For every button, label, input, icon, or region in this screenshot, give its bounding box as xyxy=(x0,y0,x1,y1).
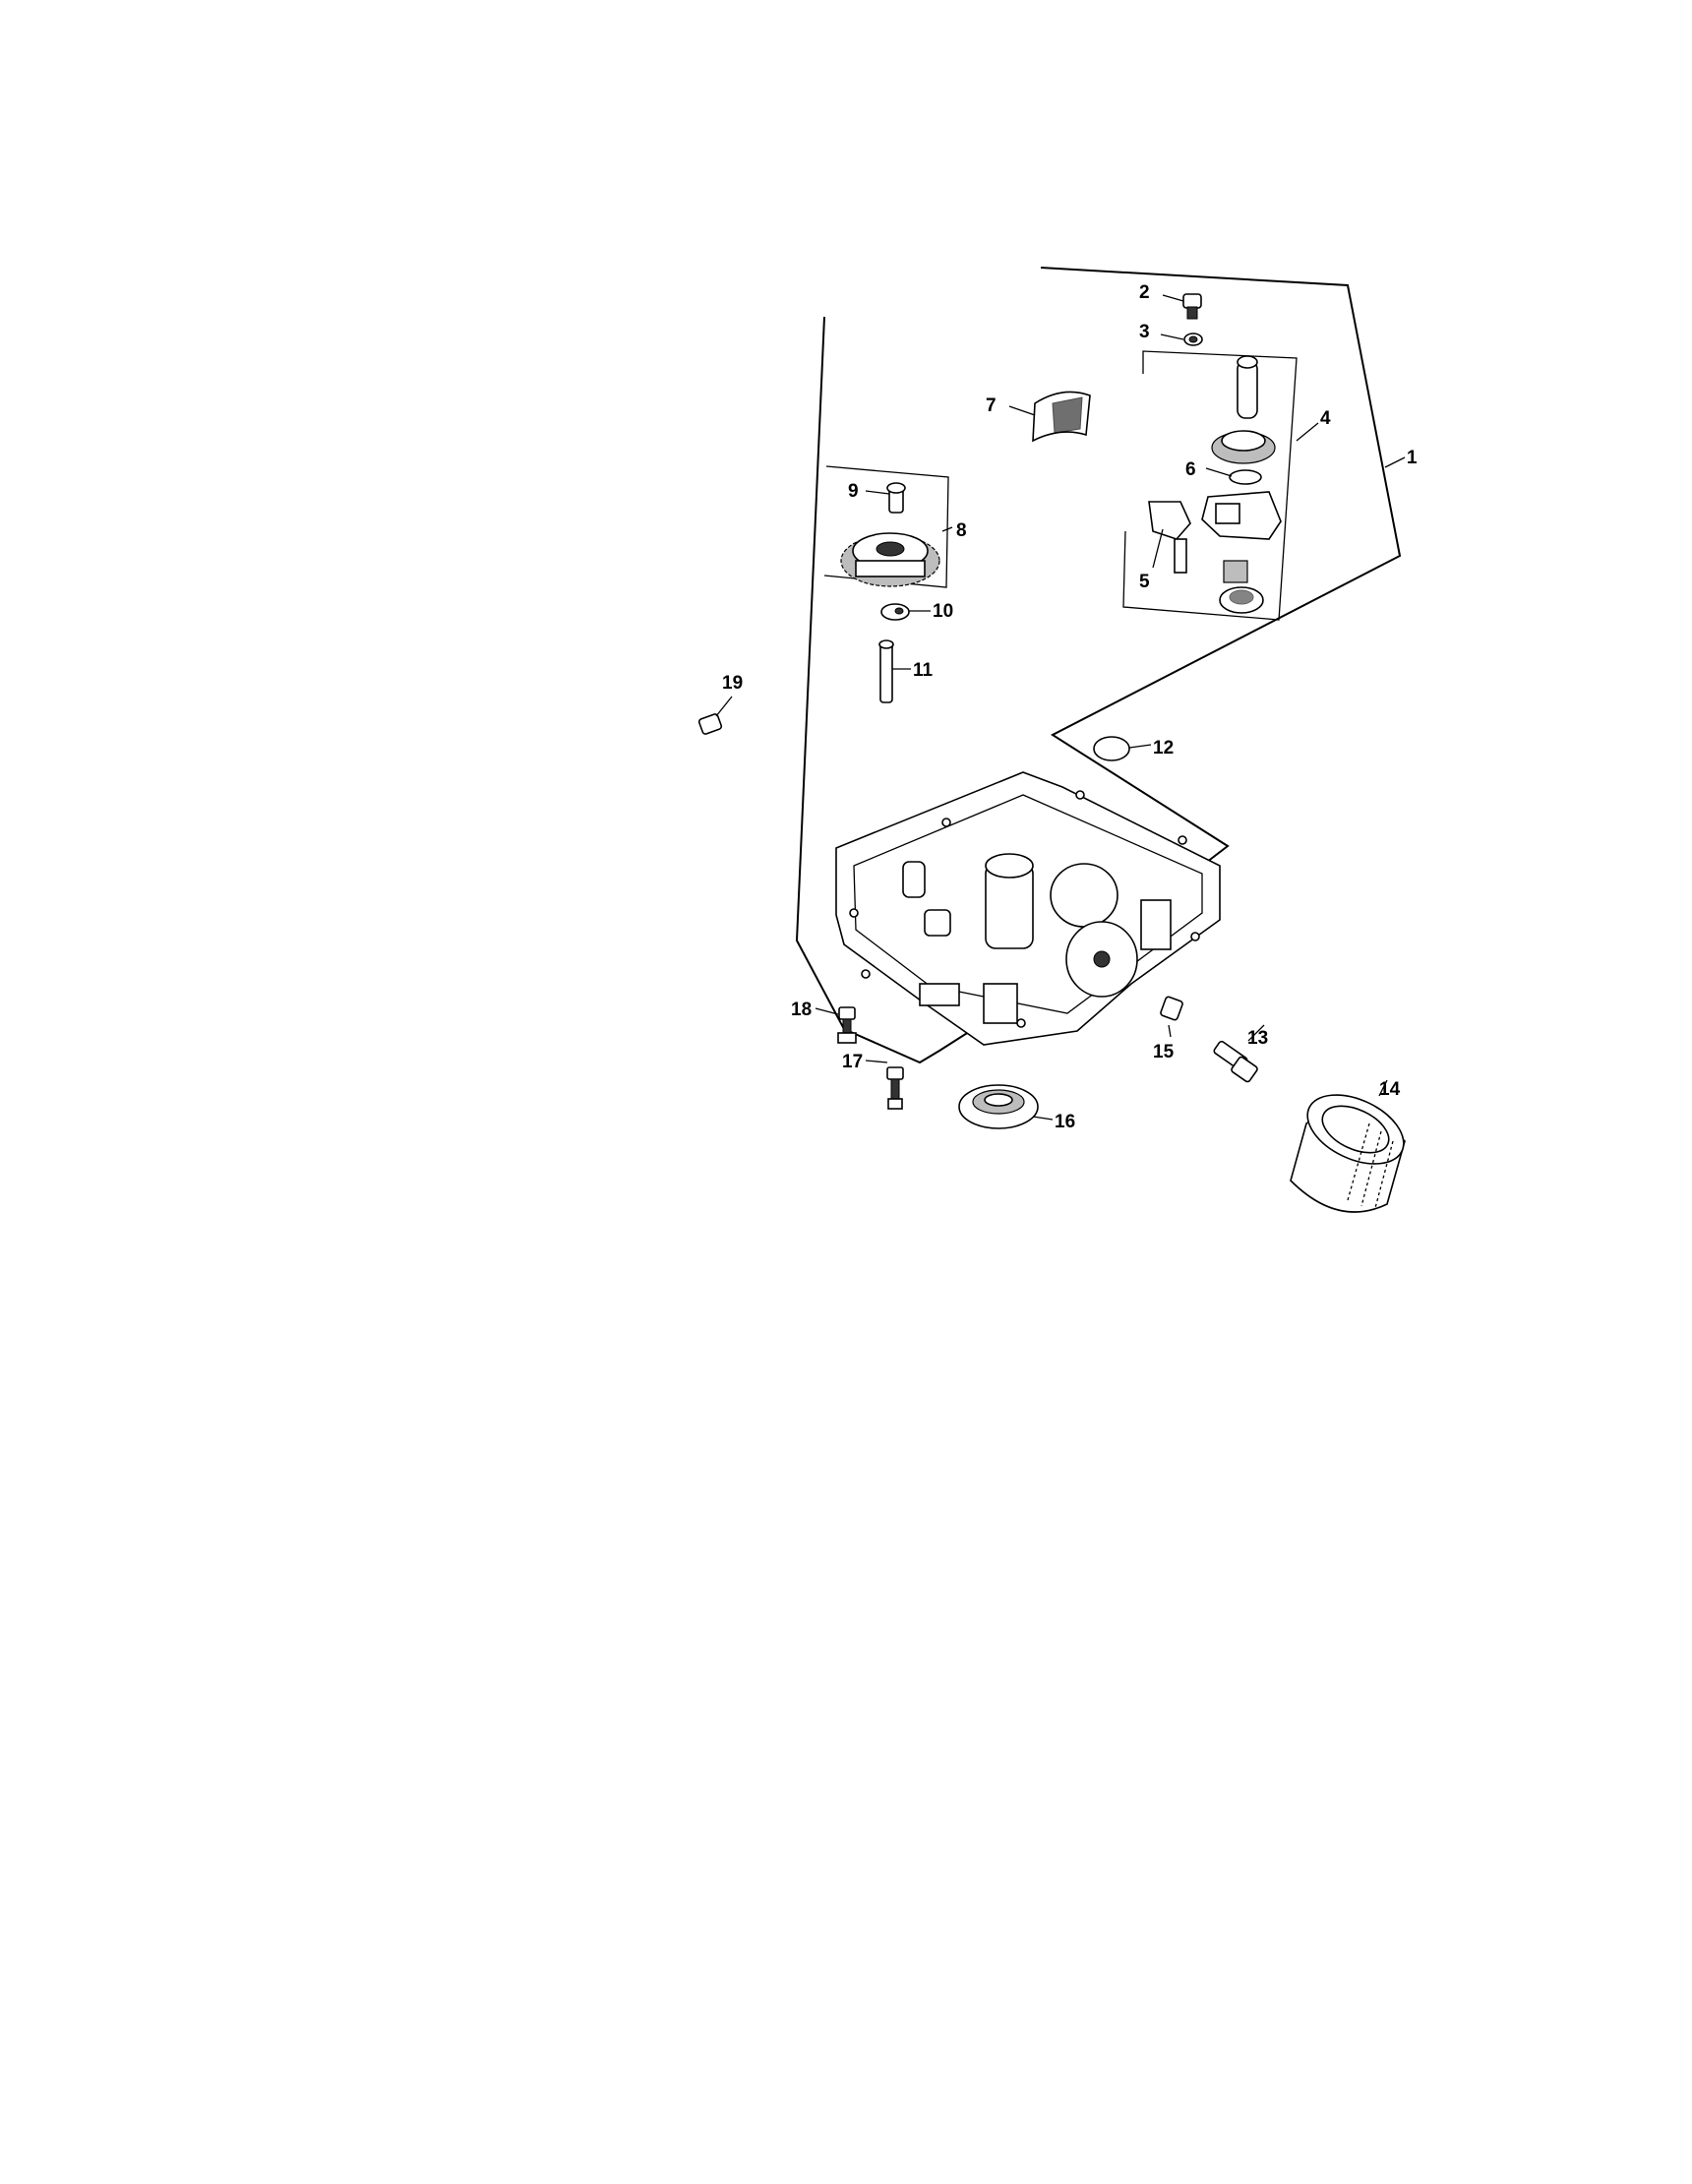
callout-18: 18 xyxy=(791,1000,812,1020)
callout-5: 5 xyxy=(1139,572,1150,592)
o-ring-part-12 xyxy=(1093,736,1130,761)
screw-part-2 xyxy=(1182,293,1202,320)
callout-11: 11 xyxy=(913,660,934,681)
callout-1: 1 xyxy=(1407,448,1418,468)
callout-4: 4 xyxy=(1320,408,1331,429)
callout-12: 12 xyxy=(1153,738,1174,758)
washer-part-10 xyxy=(880,603,910,621)
callout-3: 3 xyxy=(1139,322,1150,342)
callout-2: 2 xyxy=(1139,282,1150,303)
plug-part-19 xyxy=(697,713,723,735)
callout-8: 8 xyxy=(956,520,967,541)
callout-9: 9 xyxy=(848,481,859,502)
callout-14: 14 xyxy=(1379,1079,1401,1100)
oil-filter-part-14 xyxy=(1290,1094,1406,1213)
bolt-part-18 xyxy=(837,1006,857,1044)
bolt-part-17 xyxy=(886,1066,904,1110)
gear-part-8 xyxy=(840,532,940,587)
oil-pump-bracket xyxy=(1122,350,1298,621)
leader-lines xyxy=(715,294,1406,1121)
closure-plate-body xyxy=(835,771,1221,1046)
callout-7: 7 xyxy=(986,395,997,416)
callout-6: 6 xyxy=(1185,459,1196,480)
callout-17: 17 xyxy=(842,1052,863,1072)
callout-16: 16 xyxy=(1055,1112,1075,1132)
washer-part-3 xyxy=(1183,333,1203,346)
callout-19: 19 xyxy=(722,673,743,694)
oil-seal-part-16 xyxy=(958,1084,1039,1129)
callout-10: 10 xyxy=(933,601,953,622)
callout-13: 13 xyxy=(1247,1028,1268,1049)
bearing-part-7 xyxy=(1032,391,1091,443)
callout-15: 15 xyxy=(1153,1042,1175,1062)
oil-pump-assembly xyxy=(1148,355,1282,614)
nut-part-15 xyxy=(1160,996,1183,1021)
fitting-part-13 xyxy=(1213,1040,1258,1083)
shaft-part-11 xyxy=(878,639,894,703)
pin-part-9 xyxy=(886,482,906,514)
